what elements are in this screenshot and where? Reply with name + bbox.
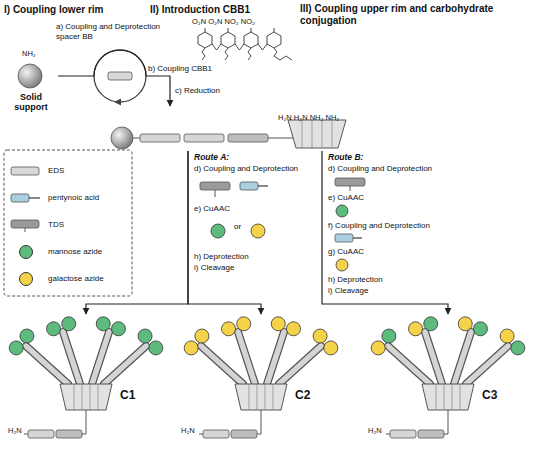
- or-label: or: [234, 222, 241, 232]
- legend-row: galactose azide: [8, 265, 128, 292]
- resin-bound-calixarene: [110, 106, 350, 151]
- eds-icon: [9, 164, 43, 178]
- pentynoic-icon: [9, 191, 43, 205]
- solid-support: Solid support: [4, 62, 58, 114]
- node-label: Solid support: [4, 92, 58, 112]
- flow-arrow: [58, 50, 170, 106]
- product-compound: C3: [356, 314, 540, 460]
- step-label: h) Deprotection: [328, 275, 383, 285]
- step-label: e) CuAAC: [328, 193, 364, 203]
- synthesis-cycle: [94, 50, 146, 106]
- legend-sample: [8, 163, 44, 179]
- glycocluster-illustration: [356, 314, 540, 460]
- step-label: i) Cleavage: [194, 263, 234, 273]
- legend-text: TDS: [48, 220, 64, 230]
- glycocluster-illustration: [176, 314, 346, 460]
- legend-text: pentynoic acid: [48, 193, 99, 203]
- step-label: b) Coupling CBB1: [148, 64, 212, 74]
- node-label: C3: [482, 388, 497, 402]
- route-label: Route B:: [328, 152, 363, 162]
- legend-text: mannose azide: [48, 247, 102, 257]
- step-label: d) Coupling and Deprotection: [328, 164, 432, 174]
- legend-row: TDS: [8, 211, 128, 238]
- legend-sample: [8, 190, 44, 206]
- legend: EDS pentynoic acidTDS mannose azide galacto…: [8, 157, 128, 292]
- chemical-group: O₂N O₂N NO₂ NO₂: [192, 17, 255, 26]
- chemical-group: NH₂: [22, 49, 36, 58]
- legend-sample: [8, 271, 44, 287]
- chemical-group: H₂N: [368, 426, 382, 435]
- legend-row: EDS: [8, 157, 128, 184]
- step-label: a) Coupling and Deprotection spacer BB: [56, 22, 181, 42]
- step-label: h) Deprotection: [194, 252, 249, 262]
- flow-arrow: [86, 151, 188, 314]
- node-label: H₂N H₂N NH₂ NH₂: [278, 113, 339, 122]
- step-label: e) CuAAC: [194, 204, 230, 214]
- resin-intermediate: H₂N H₂N NH₂ NH₂: [110, 106, 350, 151]
- route-label: Route A:: [194, 152, 229, 162]
- step-label: f) Coupling and Deprotection: [328, 221, 430, 231]
- product-compound: C2: [176, 314, 346, 460]
- tds-icon: [9, 218, 43, 232]
- node-label: C2: [295, 388, 310, 402]
- product-compound: C1: [6, 314, 166, 460]
- chemical-group: H₂N: [181, 426, 195, 435]
- legend-row: mannose azide: [8, 238, 128, 265]
- step-label: c) Reduction: [175, 86, 220, 96]
- legend-sample: [8, 244, 44, 260]
- glycocluster-illustration: [6, 314, 166, 460]
- node-label: C1: [120, 388, 135, 402]
- step-label: d) Coupling and Deprotection: [194, 164, 298, 174]
- legend-row: pentynoic acid: [8, 184, 128, 211]
- step-label: g) CuAAC: [328, 247, 364, 257]
- legend-swatch: [19, 245, 33, 259]
- legend-text: EDS: [48, 166, 64, 176]
- section-heading: III) Coupling upper rim and carbohydrate…: [300, 3, 540, 27]
- flow-arrow: [188, 151, 261, 314]
- resin-bead: [4, 62, 56, 90]
- legend-swatch: [19, 272, 33, 286]
- flow-arrow: [322, 151, 448, 314]
- step-label: i) Cleavage: [328, 286, 368, 296]
- legend-sample: [8, 217, 44, 233]
- legend-text: galactose azide: [48, 274, 104, 284]
- legend-frame: [4, 150, 132, 296]
- cbb1-structure: [198, 28, 292, 60]
- section-heading: II) Introduction CBB1: [150, 4, 250, 16]
- chemical-group: H₂N: [8, 426, 22, 435]
- section-heading: I) Coupling lower rim: [4, 4, 103, 16]
